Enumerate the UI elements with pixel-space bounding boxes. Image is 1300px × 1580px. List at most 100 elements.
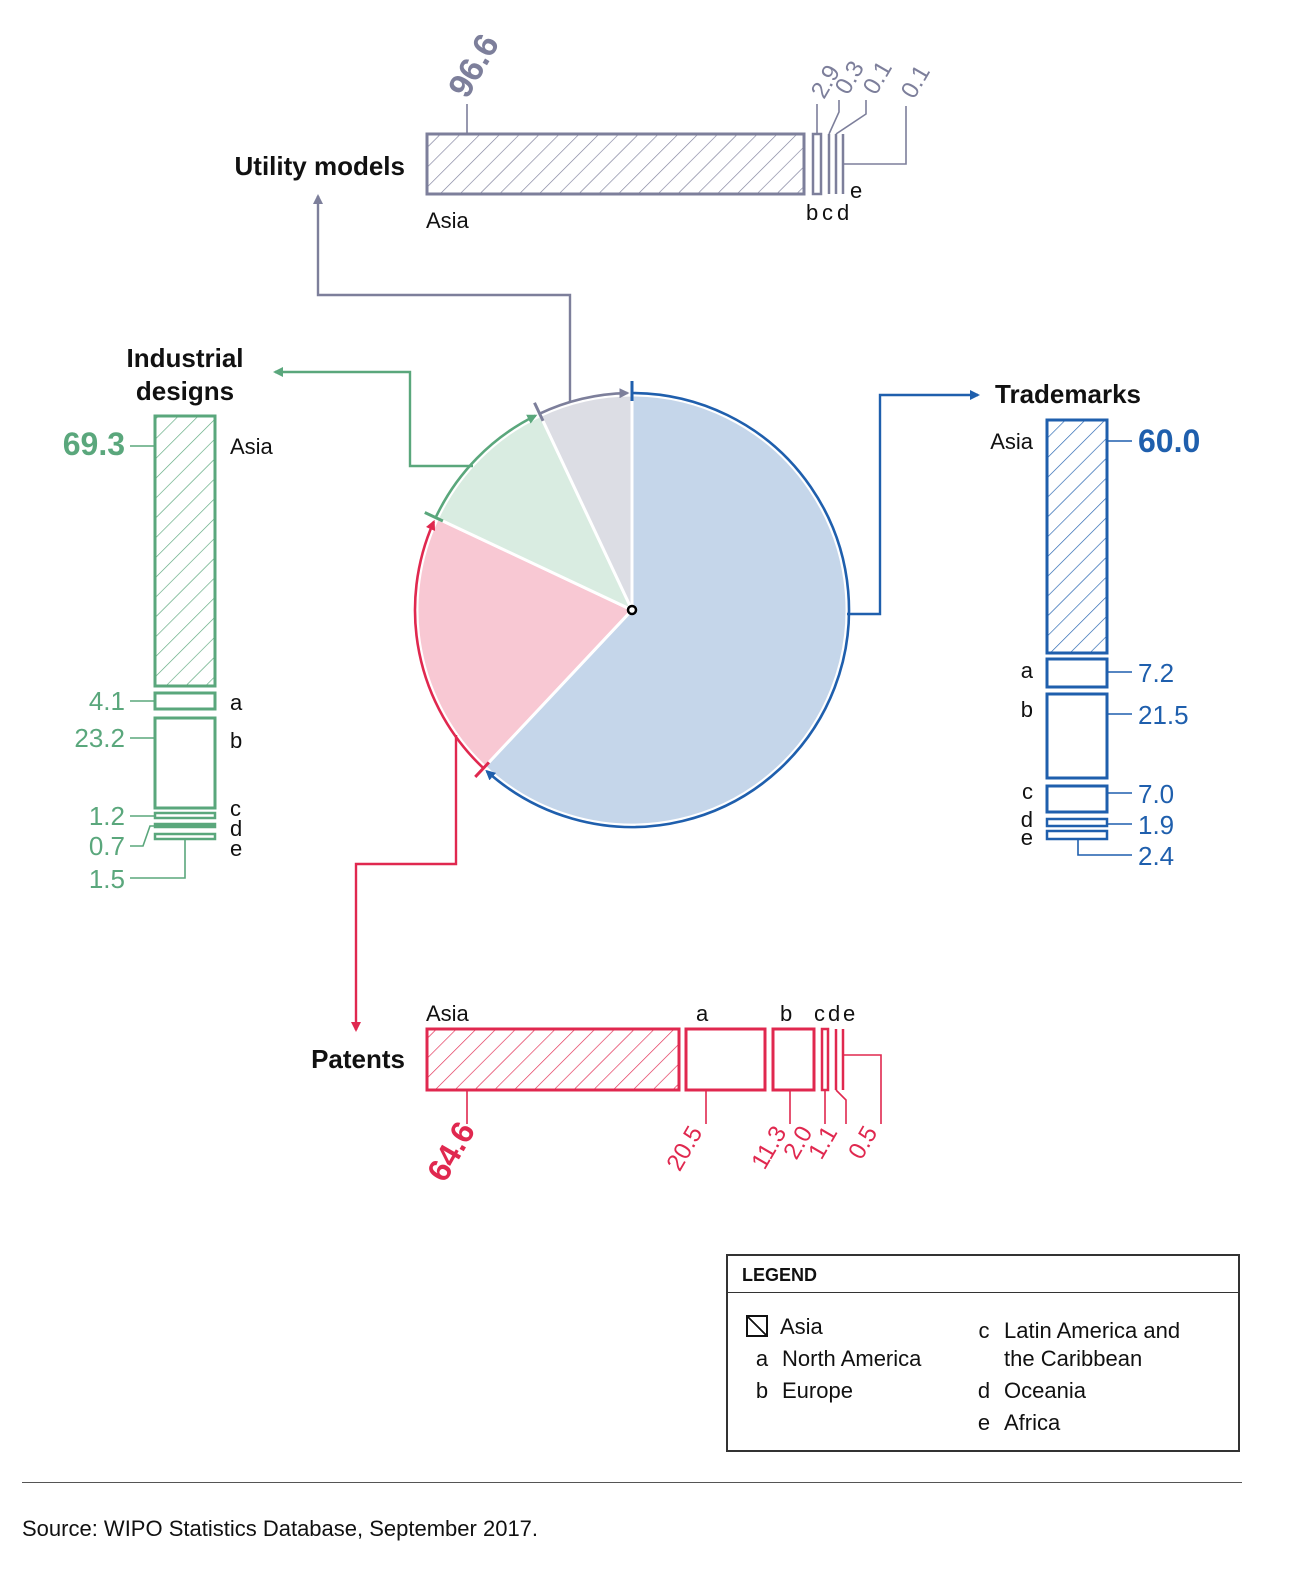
chart-canvas: Utility models Industrial designs Tradem… [63,28,1201,1188]
legend-item-latin-america-line2: the Caribbean [1004,1346,1143,1371]
region-labels: Asia b c d e Asia a b c d e Asia a b c d… [230,178,1034,1026]
utility-bar-b [811,132,823,196]
designs-connector [273,367,473,468]
designs-value-label: 1.5 [89,864,125,894]
designs-e-label: e [230,836,242,861]
utility-asia-label: Asia [426,208,470,233]
trademarks-d-label: d [1021,807,1033,832]
trademarks-leader-5 [1077,839,1132,856]
trademarks-c-label: c [1022,779,1033,804]
trademarks-bar-c [1045,784,1109,814]
footer-divider [22,1482,1242,1483]
patents-bar-c [820,1027,830,1092]
trademarks-bar-asia [1045,418,1109,655]
designs-leader-5 [130,840,186,879]
patents-value-label: 0.5 [843,1122,883,1164]
designs-value-label: 0.7 [89,831,125,861]
patents-leader-5 [843,1054,882,1124]
utility-bar-asia [425,132,806,196]
trademarks-value-label: 60.0 [1138,423,1200,459]
trademarks-value-label: 7.0 [1138,779,1174,809]
patents-a-label: a [696,1001,709,1026]
source-note: Source: WIPO Statistics Database, Septem… [22,1516,539,1541]
connectors [273,194,980,1032]
designs-bar-asia [153,414,217,688]
trademarks-title: Trademarks [995,379,1141,409]
pie-tick-patents [474,761,491,778]
patents-asia-label: Asia [426,1001,470,1026]
trademarks-a-label: a [1021,658,1034,683]
trademarks-bar-a [1045,657,1109,689]
pie-slice-trademarks [482,393,849,827]
utility-c-label: c [822,200,833,225]
utility-value-label: 0.1 [896,61,936,103]
designs-value-label: 1.2 [89,801,125,831]
designs-value-label: 4.1 [89,686,125,716]
patents-bar-b [771,1027,816,1092]
utility-connector [313,194,572,402]
patents-value-label: 64.6 [420,1116,482,1188]
pie-center-dot [626,604,638,616]
utility-leader-3 [835,100,867,135]
trademarks-connector [847,390,980,616]
industrial-designs-title-line1: Industrial [126,343,243,373]
designs-value-label: 69.3 [63,426,125,462]
patents-title: Patents [311,1044,405,1074]
utility-value-label: 0.1 [858,57,898,99]
pie-arc-patents [413,519,485,770]
designs-bar-a [153,691,217,711]
trademarks-asia-label: Asia [990,429,1034,454]
trademarks-bar-d [1045,817,1109,828]
hatch-swatch-icon [746,1315,768,1337]
trademarks-value-label: 7.2 [1138,658,1174,688]
industrial-designs-title-line2: designs [136,376,234,406]
pie-arc-industrial-designs [434,414,538,519]
utility-e-label: e [850,178,862,203]
patents-value-label: 1.1 [803,1122,843,1164]
designs-c-label: c [230,796,241,821]
patents-d-label: d [828,1001,840,1026]
trademarks-b-label: b [1021,697,1033,722]
pie-arc-utility-models [539,388,630,415]
designs-bar-b [153,716,217,810]
designs-leader-4 [130,825,155,847]
utility-models-title: Utility models [235,151,405,181]
trademarks-bar-e [1045,829,1109,841]
trademarks-value-label: 1.9 [1138,810,1174,840]
trademarks-value-label: 21.5 [1138,700,1189,730]
pie-tick-industrial-designs [424,511,444,523]
designs-b-label: b [230,728,242,753]
trademarks-bar-b [1045,692,1109,780]
pie-tick-utility-models [533,402,545,422]
legend-item-asia: Asia [746,1314,823,1340]
patents-e-label: e [843,1001,855,1026]
pie-slice-patents [415,516,635,769]
patents-connector [351,735,458,1032]
patents-b-label: b [780,1001,792,1026]
patents-c-label: c [814,1001,825,1026]
utility-d-label: d [837,200,849,225]
designs-bar-d [153,822,217,829]
patents-bar-a [684,1027,767,1092]
utility-value-label: 96.6 [441,28,507,104]
trademarks-e-label: e [1021,825,1033,850]
designs-d-label: d [230,816,242,841]
designs-bar-e [153,832,217,841]
utility-leader-2 [828,100,840,135]
designs-asia-label: Asia [230,434,274,459]
patents-leader-4 [835,1089,847,1124]
pie-chart [413,381,851,829]
pie-arc-trademarks [485,391,851,829]
trademarks-value-label: 2.4 [1138,841,1174,871]
utility-leader-4 [843,106,907,165]
designs-bar-c [153,811,217,820]
legend-title: LEGEND [728,1256,1238,1293]
designs-a-label: a [230,690,243,715]
